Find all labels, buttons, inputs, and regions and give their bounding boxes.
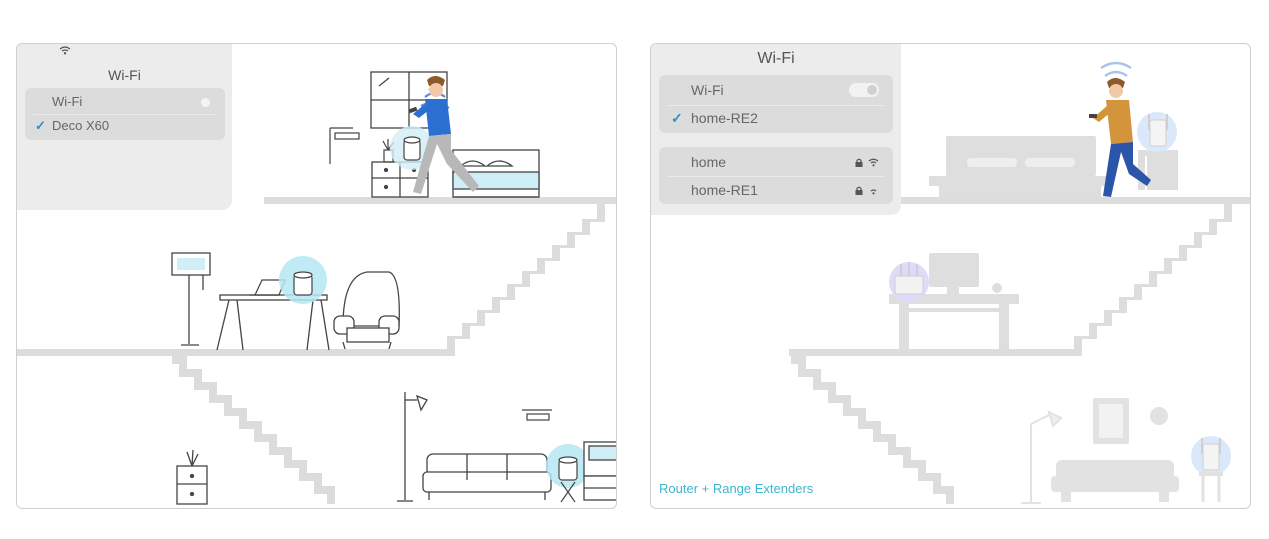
network-row-selected[interactable]: ✓ Deco X60 (25, 114, 225, 138)
person-walking-left (408, 76, 479, 194)
deco-unit-middle (293, 271, 313, 296)
tv-cabinet (583, 441, 616, 501)
wifi-signal-icon (868, 158, 879, 167)
deco-unit-bottom (558, 456, 578, 503)
wifi-toggle[interactable] (201, 98, 210, 107)
bed (929, 136, 1111, 198)
floor-lamp-right (397, 392, 428, 502)
scene-caption: Router + Range Extenders (659, 481, 814, 496)
wifi-toggle-row[interactable]: Wi-Fi (659, 78, 893, 102)
wifi-row-label: Wi-Fi (52, 94, 83, 109)
wall-shelf-lower (522, 409, 552, 421)
wall-shelf (329, 127, 360, 164)
wifi-card-title: Wi-Fi (757, 50, 795, 67)
range-extender-bottom (1199, 438, 1223, 502)
wifi-signal-weak-icon (870, 189, 877, 195)
network-row-selected[interactable]: ✓ home-RE2 (659, 106, 893, 130)
wifi-toggle[interactable] (849, 83, 879, 97)
sofa (422, 453, 552, 500)
armchair (333, 271, 400, 350)
lock-icon (855, 186, 863, 195)
checkmark-icon: ✓ (35, 118, 46, 133)
other-networks-group: home home-RE1 (659, 147, 893, 204)
network-label-home: home (691, 154, 727, 170)
wifi-settings-card: Wi-Fi Wi-Fi ✓ home-RE2 home (651, 44, 901, 215)
selected-network-label: Deco X60 (52, 118, 110, 133)
ground-floor-furniture (1051, 398, 1179, 502)
row-divider (667, 176, 885, 177)
range-extender-house-illustration (789, 61, 1250, 504)
deco-unit-top (403, 136, 421, 161)
mesh-scene-panel: Wi-Fi Wi-Fi ✓ Deco X60 (16, 43, 617, 509)
middle-floor (17, 349, 447, 356)
middle-floor (789, 349, 1074, 356)
desk (889, 253, 1019, 349)
staircase-lower (791, 356, 954, 504)
top-floor (901, 197, 1250, 204)
network-row-home[interactable]: home (659, 150, 893, 174)
wifi-card-title: Wi-Fi (108, 67, 141, 83)
staircase-upper (1074, 204, 1232, 356)
wifi-settings-card: Wi-Fi Wi-Fi ✓ Deco X60 (17, 44, 232, 210)
range-extender-top (1148, 114, 1168, 147)
mesh-house-illustration (17, 71, 616, 505)
cabinet-small (176, 449, 208, 505)
checkmark-icon: ✓ (671, 110, 683, 126)
network-row-home-re1[interactable]: home-RE1 (659, 178, 893, 202)
wifi-status-icon (59, 46, 71, 55)
desk (216, 294, 330, 351)
staircase-lower (172, 356, 335, 504)
row-divider (33, 114, 217, 115)
row-divider (667, 105, 885, 106)
network-label-home-re1: home-RE1 (691, 182, 758, 198)
floor-lamp-left (171, 252, 211, 346)
top-floor (264, 197, 616, 204)
selected-network-label: home-RE2 (691, 110, 758, 126)
wifi-network-group: Wi-Fi ✓ home-RE2 (659, 75, 893, 133)
wifi-toggle-row[interactable]: Wi-Fi (25, 90, 225, 114)
range-extender-scene-panel: Wi-Fi Wi-Fi ✓ home-RE2 home (650, 43, 1251, 509)
lock-icon (855, 158, 863, 167)
wifi-row-label: Wi-Fi (691, 82, 724, 98)
floor-lamp (1021, 410, 1063, 504)
router (894, 262, 924, 295)
wifi-network-group: Wi-Fi ✓ Deco X60 (25, 88, 225, 140)
person-walking-right (1089, 61, 1151, 197)
staircase-upper (447, 204, 605, 356)
